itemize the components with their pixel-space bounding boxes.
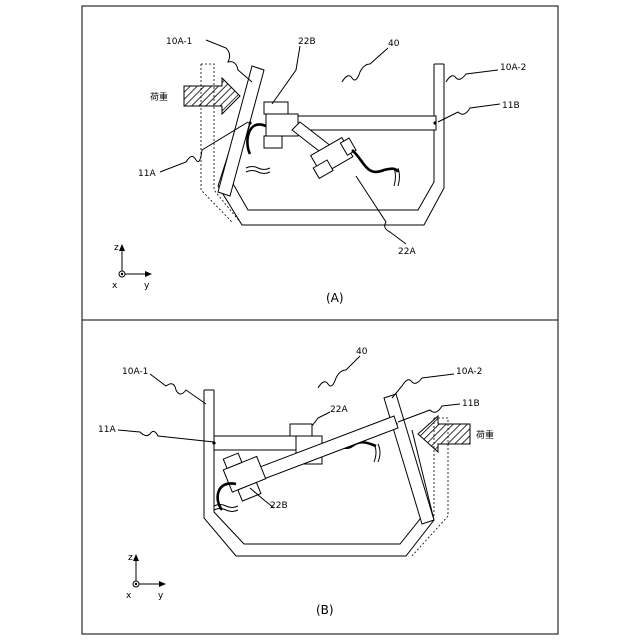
label-beam-left-a: 11A bbox=[138, 169, 156, 179]
svg-text:x: x bbox=[112, 281, 118, 291]
label-sensor-upper-a: 22B bbox=[298, 37, 316, 47]
svg-text:y: y bbox=[144, 281, 150, 291]
sensor-lower bbox=[220, 447, 271, 503]
label-wall-right-b: 10A-2 bbox=[456, 367, 482, 377]
load-arrow-a bbox=[184, 78, 240, 114]
panel-a: 荷重 10A-1 22B 40 10A-2 11B 11A 22A z x y … bbox=[112, 37, 526, 305]
label-sensor-lower-b: 22B bbox=[270, 501, 288, 511]
panel-b: 荷重 10A-1 40 10A-2 11B 11A 22A 22B z x y … bbox=[98, 347, 494, 617]
axes-b: z x y bbox=[126, 553, 166, 601]
label-container-b: 40 bbox=[356, 347, 368, 357]
cable-22a bbox=[352, 150, 398, 172]
svg-text:x: x bbox=[126, 591, 132, 601]
sensor-upper bbox=[246, 102, 298, 174]
wall-right bbox=[384, 394, 434, 524]
load-label-b: 荷重 bbox=[476, 429, 494, 441]
label-wall-left-a: 10A-1 bbox=[166, 37, 192, 47]
beam-right bbox=[298, 116, 436, 130]
label-wall-left-b: 10A-1 bbox=[122, 367, 148, 377]
svg-text:y: y bbox=[158, 591, 164, 601]
axes-a: z x y bbox=[112, 243, 152, 291]
load-arrow-b bbox=[418, 416, 470, 452]
svg-text:z: z bbox=[114, 243, 119, 253]
label-beam-right-a: 11B bbox=[502, 101, 520, 111]
svg-text:z: z bbox=[128, 553, 133, 563]
label-sensor-upper-b: 22A bbox=[330, 405, 348, 415]
load-label-a: 荷重 bbox=[150, 91, 168, 103]
caption-b: (B) bbox=[316, 603, 334, 617]
caption-a: (A) bbox=[326, 291, 344, 305]
label-beam-right-b: 11B bbox=[462, 399, 480, 409]
label-container-a: 40 bbox=[388, 39, 400, 49]
label-wall-right-a: 10A-2 bbox=[500, 63, 526, 73]
label-sensor-lower-a: 22A bbox=[398, 247, 416, 257]
label-beam-left-b: 11A bbox=[98, 425, 116, 435]
